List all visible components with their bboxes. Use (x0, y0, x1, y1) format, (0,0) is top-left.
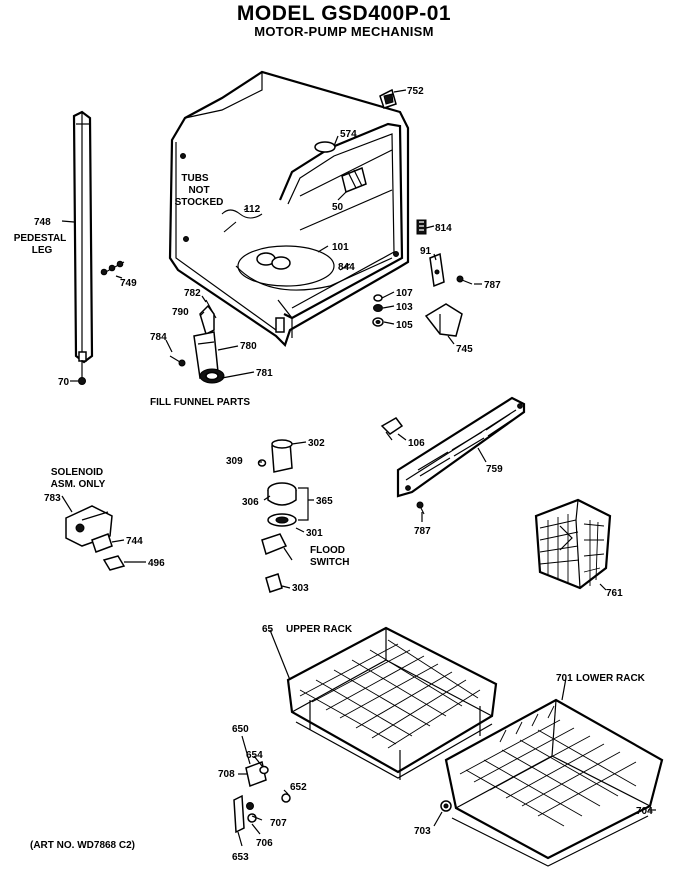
part-label: 782 (184, 288, 201, 299)
caption-tubs-line-2: NOT (188, 185, 209, 196)
part-label: 707 (270, 818, 287, 829)
solenoid-assembly (65, 505, 126, 571)
part-label: 306 (242, 497, 259, 508)
part-label: 701 (556, 673, 573, 684)
part-label: 654 (246, 750, 263, 761)
fill-funnel-parts (169, 299, 225, 384)
part-label: 91 (420, 246, 432, 257)
part-label: 704 (636, 806, 653, 817)
part-label: 708 (218, 769, 235, 780)
part-label: 752 (407, 86, 424, 97)
part-label: 814 (435, 223, 452, 234)
part-label: 101 (332, 242, 349, 253)
part-label: 574 (340, 129, 357, 140)
part-label: 749 (120, 278, 137, 289)
caption-flood-line-1: FLOOD (310, 545, 345, 556)
part-label: 784 (150, 332, 167, 343)
part-label: 759 (486, 464, 503, 475)
caption-pedestal-line-2: LEG (32, 245, 53, 256)
part-label: 652 (290, 782, 307, 793)
silverware-basket (534, 498, 612, 590)
caption-lower-rack: LOWER RACK (576, 673, 646, 684)
part-label: 65 (262, 624, 274, 635)
side-brackets (372, 88, 473, 337)
part-label: 748 (34, 217, 51, 228)
caption-pedestal-line-1: PEDESTAL (14, 233, 67, 244)
part-label: 844 (338, 262, 355, 273)
rack-hardware (233, 760, 291, 834)
model-title: MODEL GSD400P-01 (236, 2, 452, 25)
captions: TUBS NOT STOCKED PEDESTAL LEG FILL FUNNE… (14, 173, 646, 851)
part-label: 50 (332, 202, 344, 213)
part-label: 761 (606, 588, 623, 599)
caption-tubs-line-1: TUBS (181, 173, 209, 184)
part-label: 309 (226, 456, 243, 467)
part-number-labels: 752 574 112 50 101 844 748 749 70 814 91… (34, 86, 653, 863)
pedestal-leg (72, 110, 125, 385)
upper-rack (286, 626, 498, 780)
part-label: 112 (244, 204, 261, 215)
part-label: 301 (306, 528, 323, 539)
caption-solenoid-line-2: ASM. ONLY (51, 479, 106, 490)
part-label: 706 (256, 838, 273, 849)
toe-panel (380, 396, 526, 515)
part-label: 780 (240, 341, 257, 352)
part-label: 106 (408, 438, 425, 449)
part-label: 787 (484, 280, 501, 291)
caption-fill-funnel-parts: FILL FUNNEL PARTS (150, 397, 250, 408)
part-label: 365 (316, 496, 333, 507)
caption-art-number: (ART NO. WD7868 C2) (30, 840, 135, 851)
part-label: 744 (126, 536, 143, 547)
part-label: 745 (456, 344, 473, 355)
lower-rack (440, 698, 664, 867)
part-label: 496 (148, 558, 165, 569)
part-label: 650 (232, 724, 249, 735)
part-label: 70 (58, 377, 70, 388)
part-label: 303 (292, 583, 309, 594)
part-label: 787 (414, 526, 431, 537)
part-label: 790 (172, 307, 189, 318)
diagram-subtitle: MOTOR-PUMP MECHANISM (254, 24, 434, 39)
part-label: 107 (396, 288, 413, 299)
part-label: 783 (44, 493, 61, 504)
leader-lines (61, 89, 656, 847)
part-label: 781 (256, 368, 273, 379)
part-label: 703 (414, 826, 431, 837)
part-label: 302 (308, 438, 325, 449)
flood-switch-assembly (257, 439, 297, 593)
caption-upper-rack: UPPER RACK (286, 624, 353, 635)
caption-flood-line-2: SWITCH (310, 557, 349, 568)
part-label: 105 (396, 320, 413, 331)
dishwasher-tub (168, 70, 410, 348)
caption-solenoid-line-1: SOLENOID (51, 467, 103, 478)
part-label: 103 (396, 302, 413, 313)
caption-tubs-line-3: STOCKED (175, 197, 224, 208)
part-label: 653 (232, 852, 249, 863)
